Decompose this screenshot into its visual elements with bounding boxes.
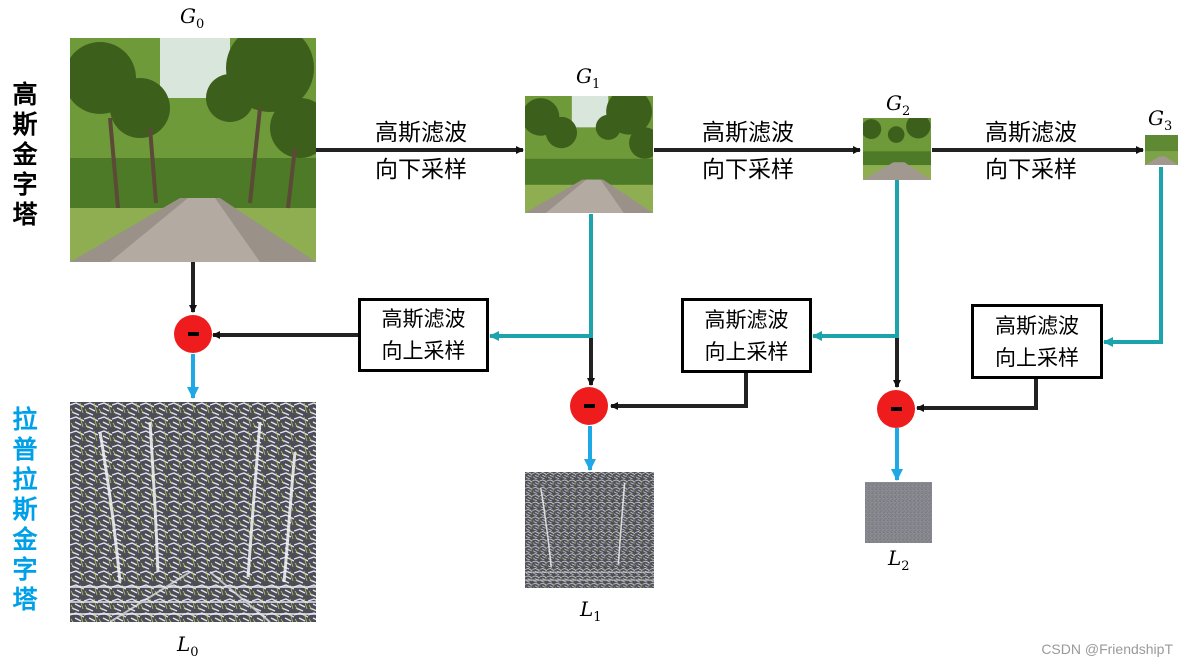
l2-image [865, 482, 932, 543]
l2-title: L2 [888, 546, 910, 574]
subtract-node-2 [877, 390, 915, 428]
up-box-3: 高斯滤波向上采样 [971, 304, 1103, 379]
g0-title: G0 [180, 4, 205, 32]
l1-image [525, 472, 654, 588]
g2-to-up-box [812, 180, 899, 341]
g3-image [1145, 135, 1178, 165]
g3-to-up-box [1103, 167, 1163, 347]
up-box-3-to-minus [916, 378, 1038, 412]
watermark: CSDN @FriendshipT [1041, 641, 1173, 657]
subtract-node-1 [570, 387, 608, 425]
laplacian-pyramid-label: 拉普拉斯金字塔 [12, 405, 38, 614]
gaussian-pyramid-label: 高斯金字塔 [12, 80, 38, 229]
g1-to-up-box [489, 214, 593, 341]
down-label-3: 高斯滤波向下采样 [985, 120, 1077, 183]
down-label-2: 高斯滤波向下采样 [702, 120, 794, 183]
l1-title: L1 [580, 597, 602, 625]
l0-image [70, 402, 316, 622]
up-box-1: 高斯滤波向上采样 [358, 298, 489, 372]
g3-title: G3 [1148, 106, 1173, 134]
g2-image [863, 118, 931, 180]
up-box-2-to-minus [610, 373, 748, 410]
g1-title: G1 [576, 64, 601, 92]
l0-title: L0 [177, 632, 199, 660]
up-box-2: 高斯滤波向上采样 [681, 298, 812, 373]
g2-title: G2 [886, 91, 911, 119]
down-label-1: 高斯滤波向下采样 [375, 120, 467, 183]
subtract-node-0 [174, 315, 212, 353]
g0-image [70, 38, 316, 262]
g1-image [525, 96, 653, 213]
